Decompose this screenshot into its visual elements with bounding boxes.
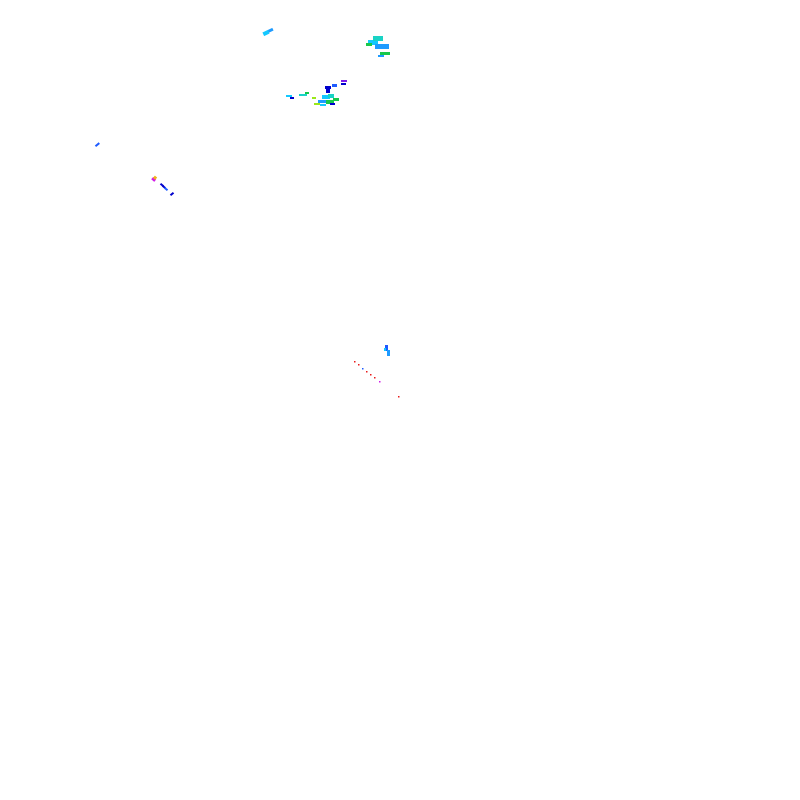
echo-cluster-central xyxy=(286,80,347,106)
sparse-return-dot xyxy=(370,374,372,376)
sparse-return-dot xyxy=(366,371,368,373)
sparse-return-dot xyxy=(358,364,360,366)
echo-cluster-north-east xyxy=(366,36,390,57)
echo-cluster-center xyxy=(384,345,390,356)
sparse-return-dot xyxy=(398,396,400,398)
echo-cluster-north-west xyxy=(262,27,274,37)
echo-cluster-south-west xyxy=(151,175,175,197)
sparse-returns-trail xyxy=(354,361,400,398)
sparse-return-dot xyxy=(362,368,364,370)
sparse-return-dot xyxy=(374,377,376,379)
sparse-return-dot xyxy=(379,381,381,383)
echo-streak-west xyxy=(94,142,100,148)
sparse-return-dot xyxy=(354,361,356,363)
